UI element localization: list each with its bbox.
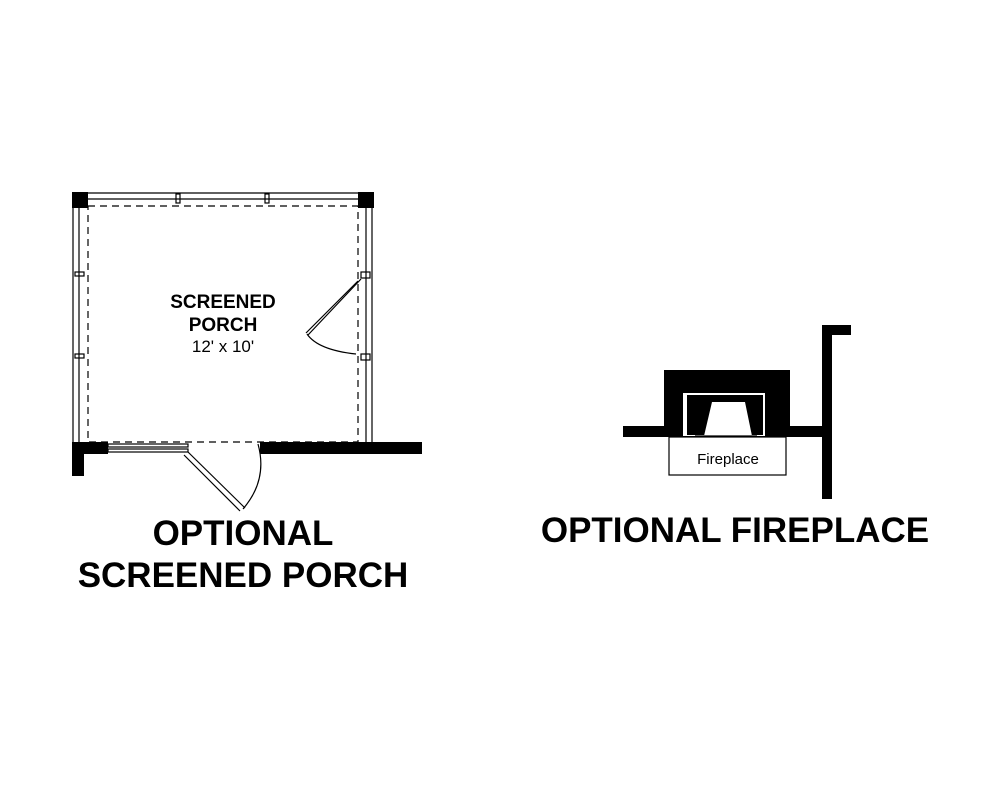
porch-entry-door	[183, 443, 262, 512]
porch-screen-wall-left	[72, 208, 85, 443]
porch-post-top-left	[72, 192, 88, 208]
porch-room-dimensions: 12' x 10'	[192, 337, 254, 356]
fireplace-side-wall	[822, 325, 851, 499]
fireplace-plan: Fireplace	[623, 325, 851, 499]
porch-screen-wall-right	[360, 208, 373, 443]
fireplace-hearth	[668, 436, 787, 476]
porch-caption-line1: OPTIONAL	[153, 514, 334, 553]
porch-room-name-line2: PORCH	[189, 315, 258, 336]
porch-floor-outline	[87, 205, 359, 443]
porch-caption-line2: SCREENED PORCH	[78, 556, 409, 595]
house-wall-bottom	[72, 442, 422, 476]
porch-side-door	[305, 278, 362, 355]
porch-sliding-door	[107, 443, 189, 453]
screened-porch-plan: SCREENED PORCH 12' x 10'	[72, 192, 422, 512]
porch-room-name-line1: SCREENED	[170, 292, 276, 313]
porch-post-top-right	[358, 192, 374, 208]
fireplace-firebox	[664, 370, 790, 437]
fireplace-label: Fireplace	[697, 451, 759, 468]
fireplace-caption: OPTIONAL FIREPLACE	[541, 511, 929, 550]
porch-screen-wall-top	[88, 192, 358, 204]
